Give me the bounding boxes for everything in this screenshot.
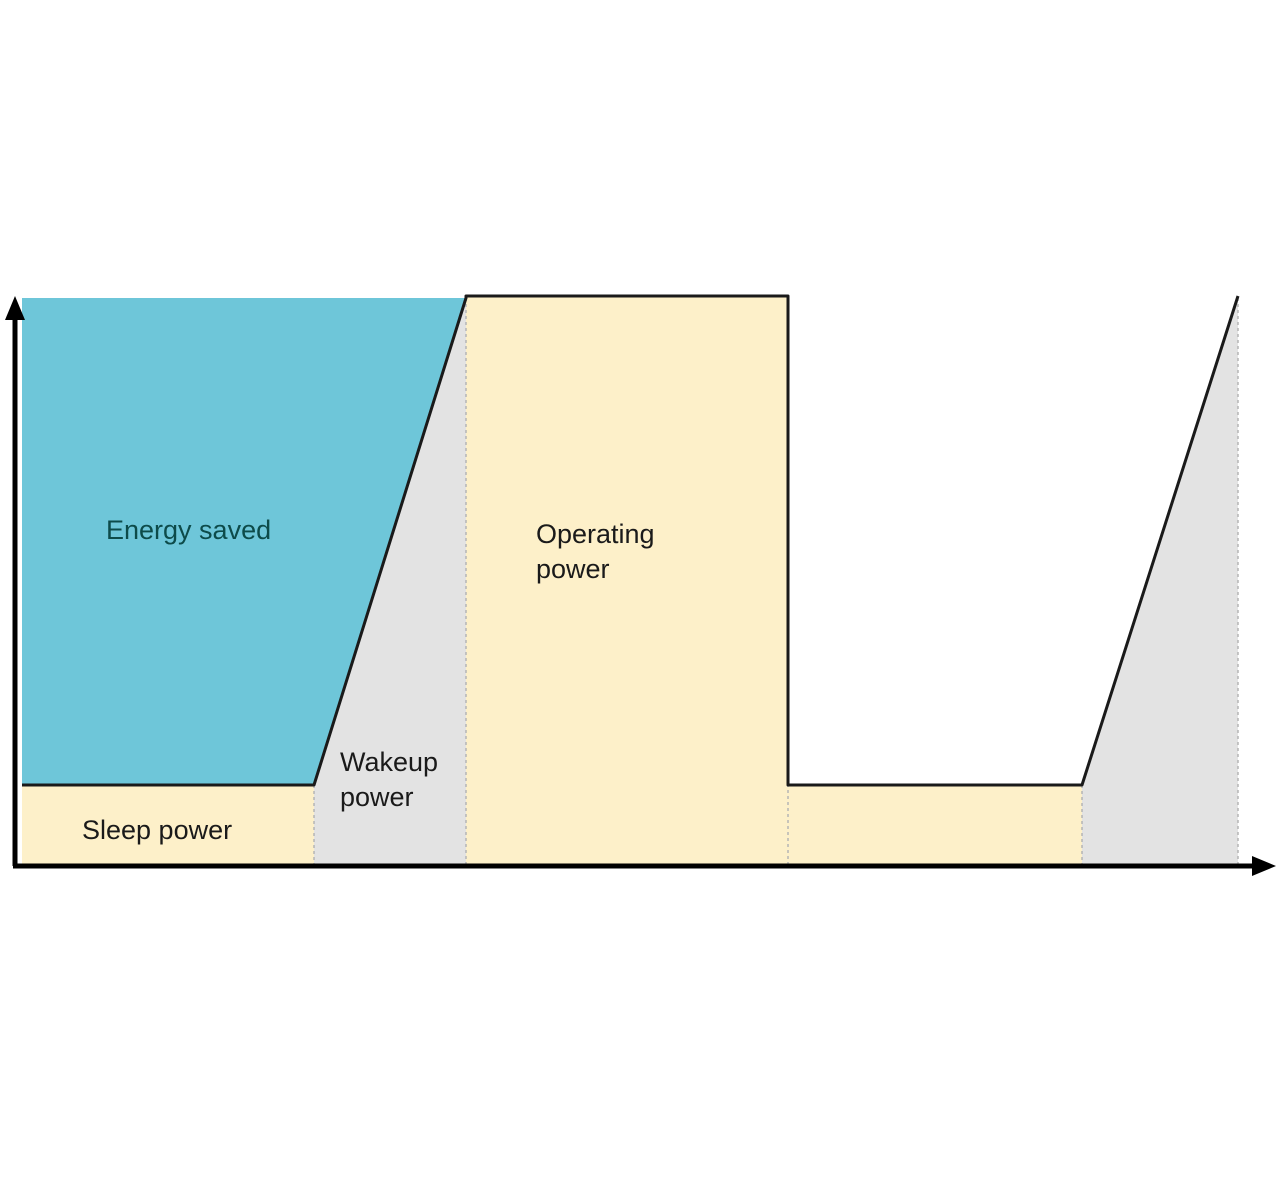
sleep-power-label: Sleep power (82, 815, 232, 845)
wakeup-power-region (314, 298, 466, 864)
operating-power-label-line1: Operating (536, 519, 655, 549)
operating-power-region (466, 296, 788, 864)
energy-saved-label: Energy saved (106, 515, 271, 545)
operating-power-label-line2: power (536, 554, 610, 584)
y-axis-arrowhead (5, 296, 25, 320)
wakeup-power-label-line2: power (340, 782, 414, 812)
wakeup-power-region-2 (1082, 296, 1238, 864)
sleep-power-region (22, 785, 314, 864)
x-axis-arrowhead (1252, 856, 1276, 876)
power-profile-line (22, 294, 1240, 787)
sleep-power-region-2 (788, 785, 1082, 864)
wakeup-power-label-line1: Wakeup (340, 747, 438, 777)
energy-saved-region (22, 298, 466, 785)
